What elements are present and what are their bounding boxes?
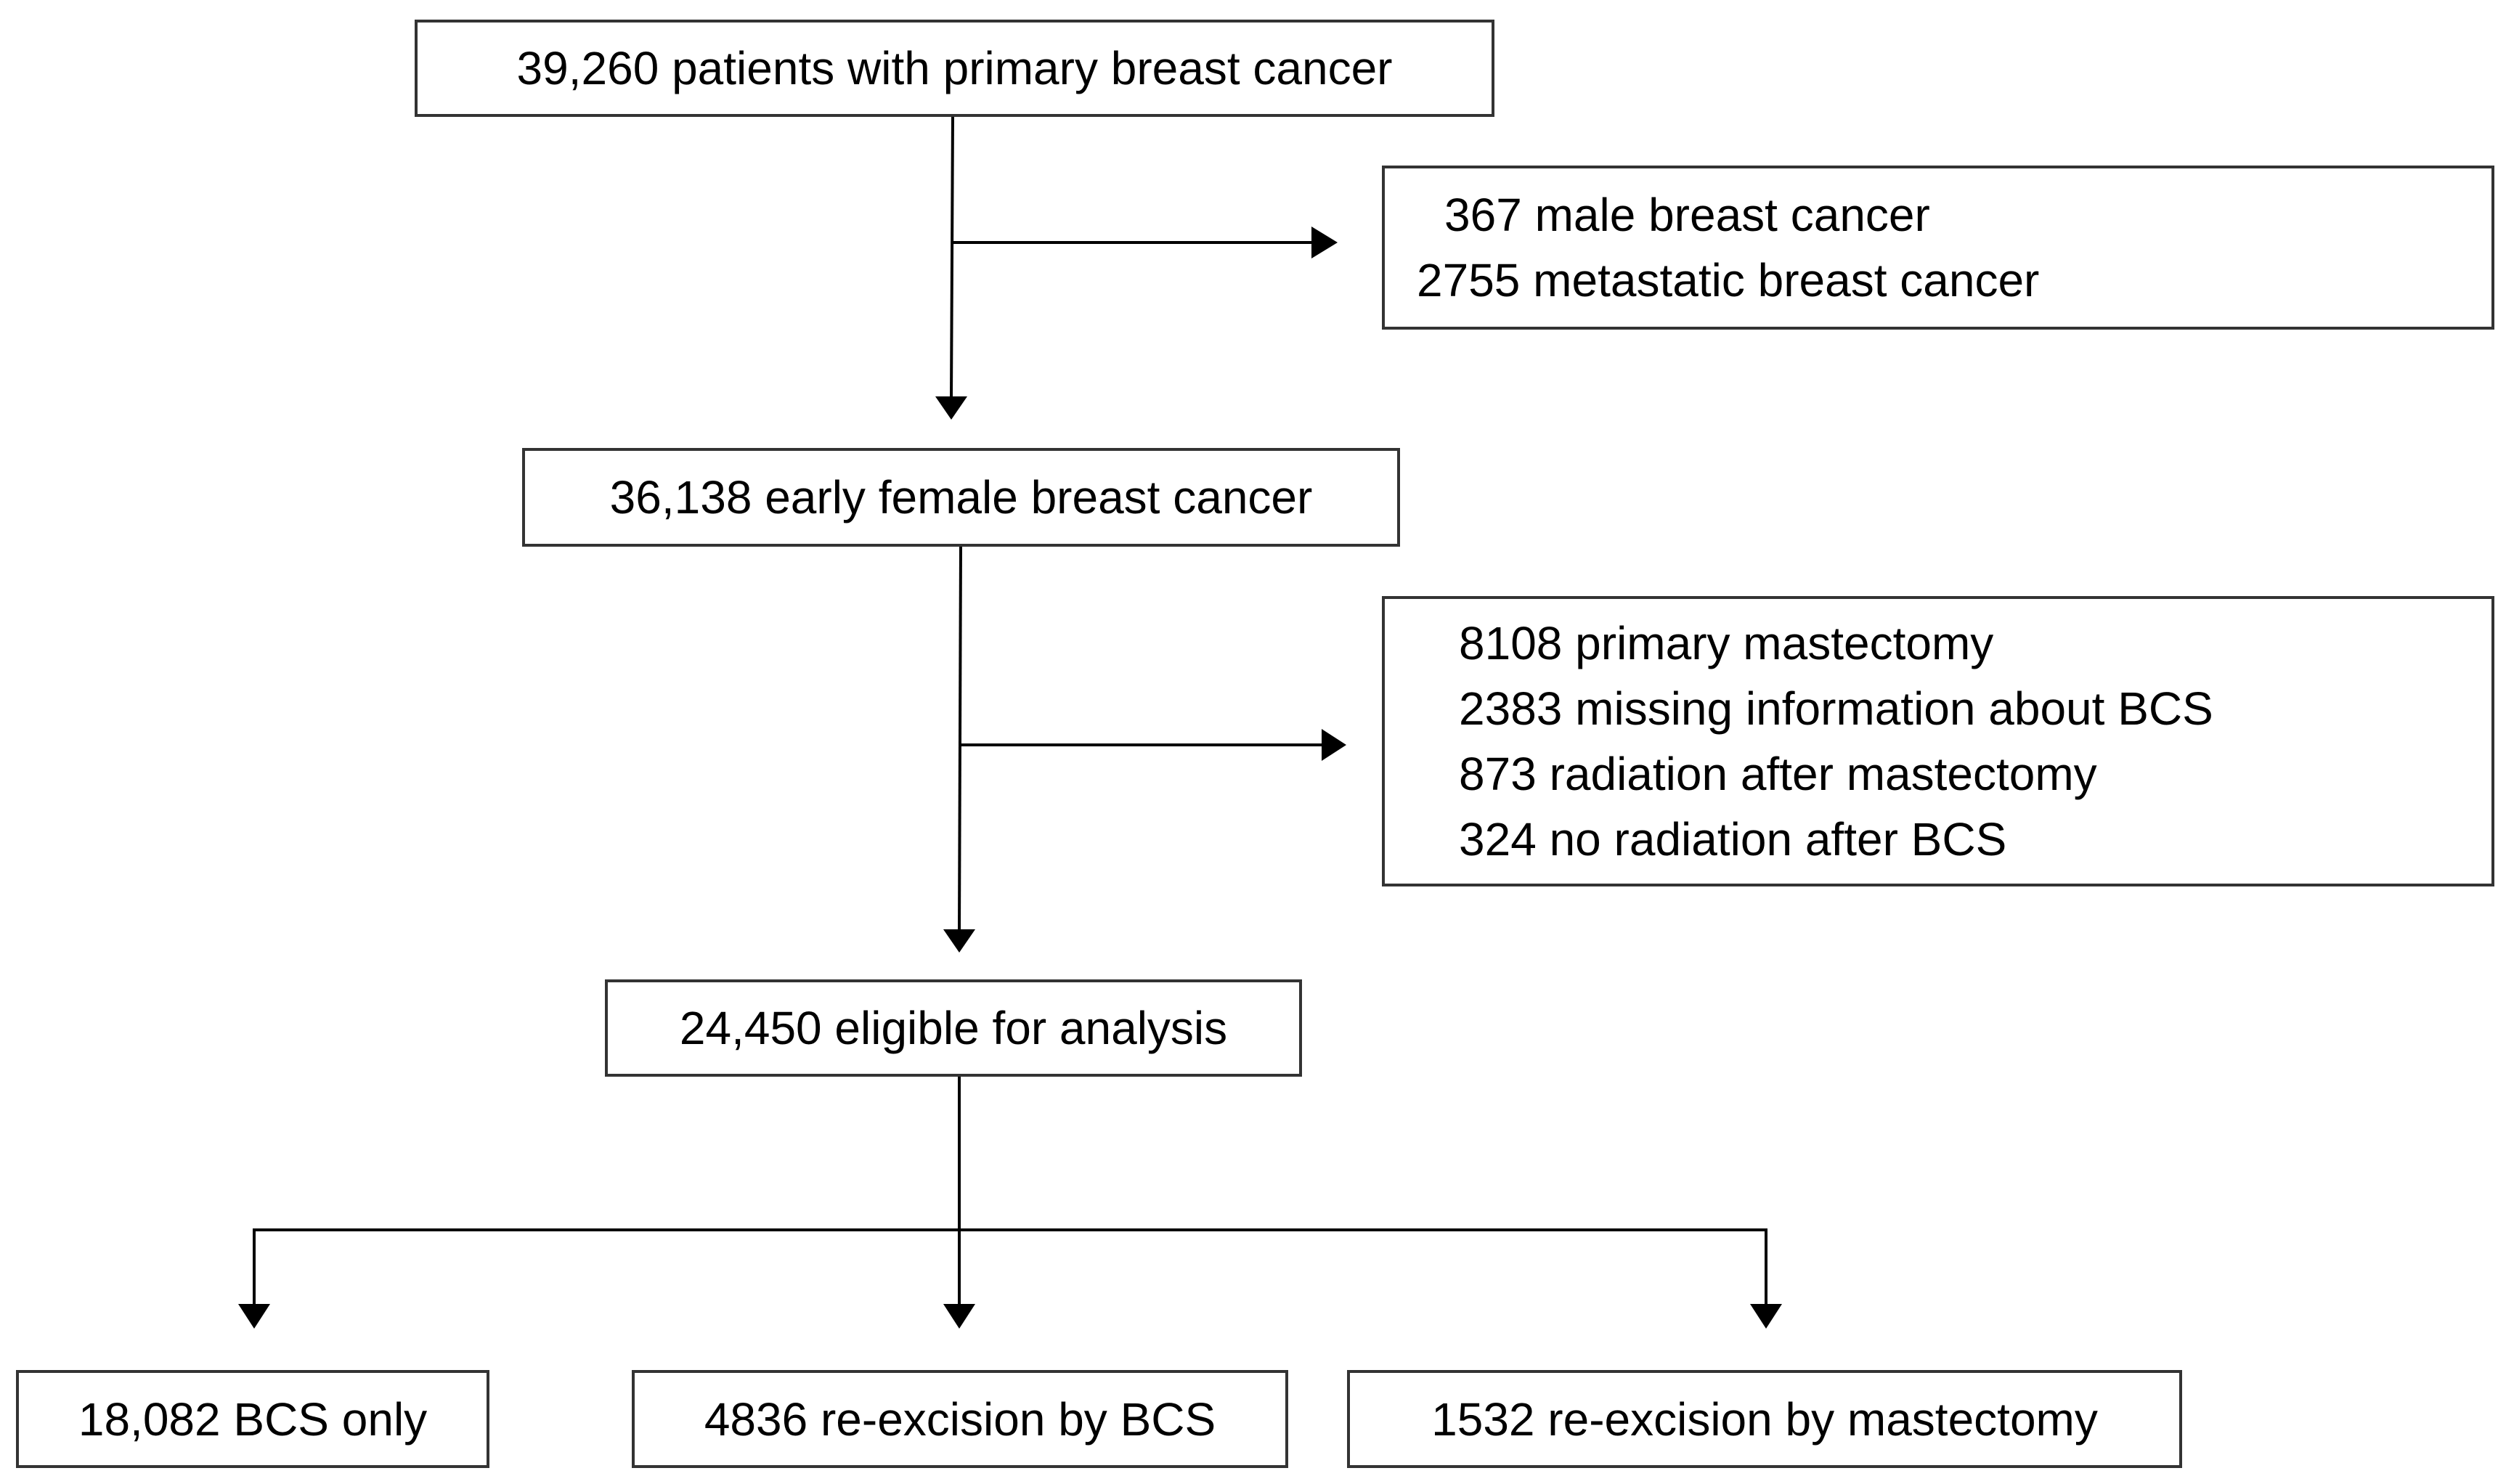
arrowhead-step3 xyxy=(943,929,975,953)
exclusion-2-item: 2383 missing information about BCS xyxy=(1459,682,2213,735)
connector-start-to-step2 xyxy=(950,115,954,399)
box-outcome-3-label: 1532 re-excision by mastectomy xyxy=(1431,1393,2098,1446)
exclusion-2-item: 8108 primary mastectomy xyxy=(1459,617,1994,669)
box-step-3-label: 24,450 eligible for analysis xyxy=(679,1002,1228,1054)
arrowhead-outcome-2 xyxy=(943,1304,975,1329)
box-outcome-3: 1532 re-excision by mastectomy xyxy=(1347,1370,2182,1468)
box-outcome-2-label: 4836 re-excision by BCS xyxy=(704,1393,1216,1446)
box-outcome-2: 4836 re-excision by BCS xyxy=(632,1370,1288,1468)
box-step-2: 36,138 early female breast cancer xyxy=(522,448,1400,547)
exclusion-2-item: 324 no radiation after BCS xyxy=(1459,813,2007,865)
box-outcome-1: 18,082 BCS only xyxy=(16,1370,489,1468)
arrowhead-exclusion2 xyxy=(1322,729,1346,761)
arrowhead-exclusion1 xyxy=(1311,227,1338,258)
box-step-3: 24,450 eligible for analysis xyxy=(605,979,1302,1077)
exclusion-2-item: 873 radiation after mastectomy xyxy=(1459,748,2097,800)
exclusion-1-item: 2755 metastatic breast cancer xyxy=(1417,254,2040,306)
box-start-label: 39,260 patients with primary breast canc… xyxy=(516,42,1393,94)
arrowhead-outcome-3 xyxy=(1750,1304,1782,1329)
box-start: 39,260 patients with primary breast canc… xyxy=(415,20,1494,117)
box-exclusion-1: 367 male breast cancer 2755 metastatic b… xyxy=(1382,166,2494,330)
box-step-2-label: 36,138 early female breast cancer xyxy=(609,471,1313,523)
box-exclusion-2: 8108 primary mastectomy 2383 missing inf… xyxy=(1382,596,2494,886)
arrowhead-outcome-1 xyxy=(238,1304,270,1329)
exclusion-1-item: 367 male breast cancer xyxy=(1444,189,1930,241)
box-outcome-1-label: 18,082 BCS only xyxy=(78,1393,428,1446)
arrowhead-step2 xyxy=(935,396,967,420)
connector-step2-to-step3 xyxy=(958,545,962,931)
